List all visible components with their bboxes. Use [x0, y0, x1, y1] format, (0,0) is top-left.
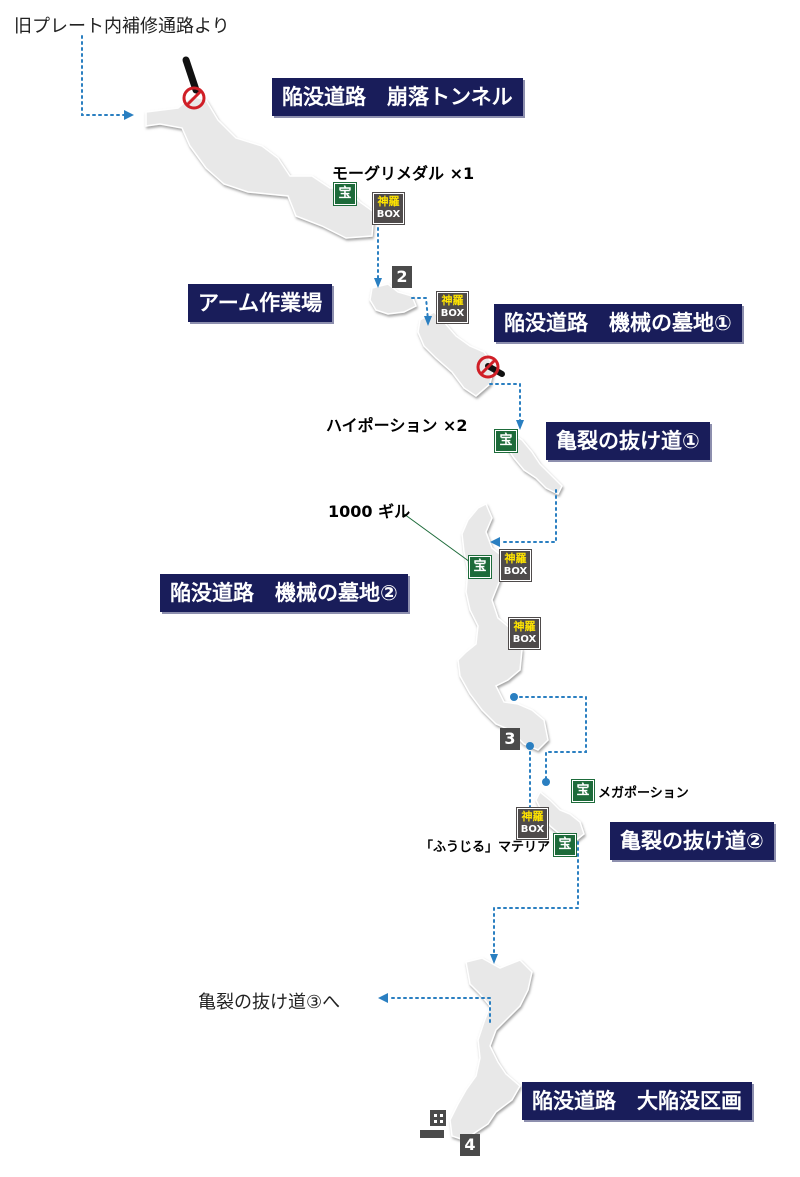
map-number-marker: 3 [500, 728, 520, 750]
treasure-chest-icon: 宝 [553, 833, 577, 857]
area-banner-fissure-1: 亀裂の抜け道① [546, 422, 710, 460]
entry-label: 旧プレート内補修通路より [14, 16, 230, 37]
treasure-chest-icon: 宝 [468, 555, 492, 579]
route-fissure2-exit [493, 841, 579, 957]
item-label-moogle-medal: モーグリメダル ×1 [332, 164, 475, 183]
route-graveyard-to-fissure1 [489, 383, 521, 423]
blocked-passage-1 [182, 56, 206, 110]
terrain-great-sinkhole [449, 957, 533, 1141]
arrowhead-exit [378, 993, 388, 1003]
exit-label: 亀裂の抜け道③へ [198, 992, 341, 1013]
arrowhead-entry [124, 110, 134, 120]
area-banner-arm-workshop: アーム作業場 [188, 284, 333, 322]
area-banner-fissure-2: 亀裂の抜け道② [610, 822, 774, 860]
gil-leader-line [403, 513, 471, 563]
area-banner-machine-graveyard-1: 陥没道路 機械の墓地① [494, 304, 742, 342]
route-node [510, 693, 518, 701]
arrowhead-sinkhole [490, 954, 498, 964]
route-node [526, 742, 534, 750]
route-entry [81, 35, 129, 116]
blocked-passage-2 [476, 355, 505, 379]
arrowhead-graveyard2 [490, 537, 500, 547]
item-label-seal-materia: 「ふうじる」マテリア [420, 840, 551, 855]
arrowhead-2 [374, 278, 382, 288]
arrowhead-fissure1 [516, 420, 524, 430]
map-number-marker: 4 [460, 1134, 480, 1156]
terrain-arm-workshop [369, 283, 417, 315]
route-3-loop [513, 696, 587, 783]
treasure-chest-icon: 宝 [333, 182, 357, 206]
terrain-collapsed-tunnel [145, 95, 375, 239]
item-label-hi-potion: ハイポーション ×2 [326, 416, 468, 435]
treasure-chest-icon: 宝 [494, 429, 518, 453]
route-exit-left [391, 997, 491, 1023]
item-label-mega-potion: メガポーション [598, 786, 689, 801]
arrowhead-graveyard1 [424, 316, 432, 326]
treasure-chest-icon: 宝 [571, 779, 595, 803]
terrain-machine-graveyard-1 [417, 311, 495, 397]
area-banner-collapsed-tunnel: 陥没道路 崩落トンネル [272, 78, 523, 116]
building-icon [420, 1110, 446, 1138]
route-2-to-graveyard [411, 297, 429, 321]
route-lines [81, 35, 587, 1023]
route-fissure1-to-graveyard2 [501, 489, 557, 543]
area-banner-great-sinkhole: 陥没道路 大陥没区画 [522, 1082, 752, 1120]
map-number-marker: 2 [392, 266, 412, 288]
route-node [542, 778, 550, 786]
area-banner-machine-graveyard-2: 陥没道路 機械の墓地② [160, 574, 408, 612]
terrain-fissure-1 [505, 430, 563, 496]
item-label-gil: 1000 ギル [328, 502, 411, 521]
